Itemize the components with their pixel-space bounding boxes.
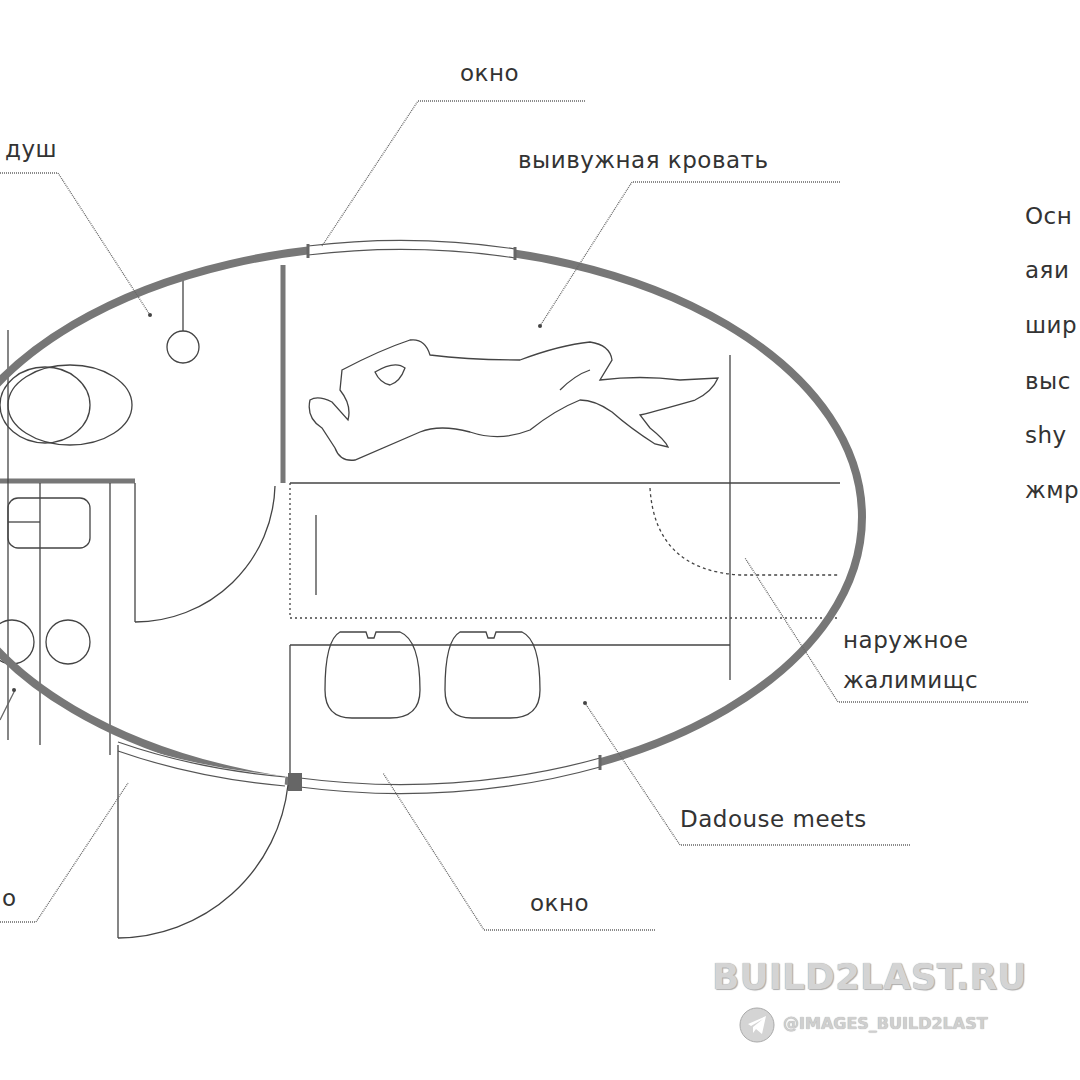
shower-label: душ bbox=[5, 136, 57, 164]
watermark-handle: @IMAGES_BUILD2LAST bbox=[783, 1014, 988, 1033]
window-label: окно bbox=[530, 890, 589, 918]
watermark: BUILD2LAST.RU bbox=[712, 955, 1026, 998]
note-text: shy bbox=[1025, 422, 1067, 450]
note-text: шир bbox=[1025, 312, 1077, 340]
note-text: выс bbox=[1025, 368, 1071, 396]
door-label: о bbox=[2, 885, 17, 913]
seating-label: Dadouse meets bbox=[680, 806, 867, 834]
note-text: Осн bbox=[1025, 203, 1072, 231]
bed-label: выивужная кровать bbox=[518, 147, 769, 175]
storage-label: наружное жалимищс bbox=[843, 620, 1023, 700]
note-text: аяи bbox=[1025, 257, 1069, 285]
note-text: жмр bbox=[1025, 477, 1079, 505]
window-label: окно bbox=[460, 60, 519, 88]
